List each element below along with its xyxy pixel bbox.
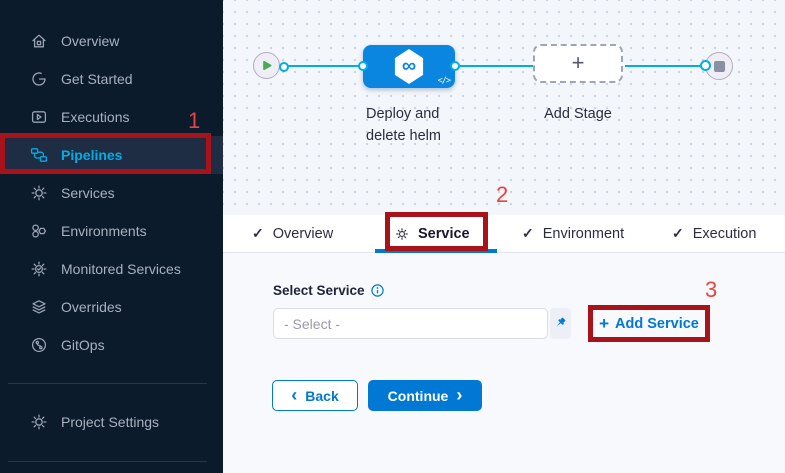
- cd-stage-icon: ∞: [394, 49, 424, 84]
- annotation-box-3: + Add Service: [588, 305, 710, 342]
- sidebar-item-executions[interactable]: Executions: [0, 98, 223, 136]
- sidebar-divider: [8, 383, 207, 384]
- service-tab-panel: Select Service - Select - + Add Service …: [223, 253, 785, 473]
- main-panel: ∞ </> Deploy and delete helm + Add Stage…: [223, 0, 785, 473]
- select-service-dropdown[interactable]: - Select -: [273, 308, 548, 339]
- sidebar-item-get-started[interactable]: Get Started: [0, 60, 223, 98]
- annotation-digit-2: 2: [496, 182, 509, 207]
- pipeline-canvas[interactable]: ∞ </> Deploy and delete helm + Add Stage…: [223, 0, 785, 215]
- sidebar-item-label: Services: [61, 185, 115, 201]
- sidebar-item-label: Pipelines: [61, 147, 123, 163]
- tab-execution[interactable]: ✓ Execution: [672, 215, 756, 252]
- code-icon: </>: [437, 76, 451, 86]
- sidebar-item-label: Monitored Services: [61, 261, 181, 277]
- sidebar-item-label: Overview: [61, 33, 120, 49]
- sidebar-nav: Overview Get Started Executions Pipeline…: [0, 22, 223, 364]
- sidebar-item-label: Overrides: [61, 299, 122, 315]
- sidebar-item-environments[interactable]: Environments: [0, 212, 223, 250]
- fixed-value-pin-button[interactable]: [550, 308, 571, 339]
- chevron-right-icon: ›: [456, 384, 463, 405]
- get-started-icon: [32, 72, 46, 86]
- gear-icon: [31, 414, 47, 430]
- back-button[interactable]: ‹ Back: [272, 380, 358, 411]
- gear-icon: [31, 185, 47, 201]
- monitored-services-icon: [31, 261, 47, 277]
- continue-button[interactable]: Continue ›: [368, 380, 482, 411]
- pipeline-connector: [287, 65, 363, 67]
- stage-node-deploy[interactable]: ∞ </>: [363, 45, 455, 88]
- sidebar-item-label: GitOps: [61, 337, 105, 353]
- tab-label: Overview: [272, 225, 334, 242]
- sidebar-divider: [8, 461, 207, 462]
- node-port: [450, 61, 460, 71]
- sidebar: Overview Get Started Executions Pipeline…: [0, 0, 223, 473]
- layers-icon: [32, 300, 46, 314]
- plus-icon: +: [571, 49, 585, 75]
- sidebar-item-project-settings[interactable]: Project Settings: [0, 403, 223, 441]
- check-icon: ✓: [522, 225, 534, 241]
- pipeline-connector: [625, 65, 701, 67]
- tab-label: Execution: [692, 225, 757, 242]
- add-stage-label: Add Stage: [544, 106, 612, 122]
- tab-overview[interactable]: ✓ Overview: [252, 215, 333, 252]
- home-icon: [32, 34, 46, 48]
- stop-icon: [713, 60, 725, 72]
- tab-environment[interactable]: ✓ Environment: [522, 215, 624, 252]
- sidebar-item-overview[interactable]: Overview: [0, 22, 223, 60]
- sidebar-item-services[interactable]: Services: [0, 174, 223, 212]
- node-port: [358, 61, 368, 71]
- node-port: [700, 60, 711, 71]
- pipeline-start-node: [253, 52, 280, 79]
- play-icon: [263, 60, 272, 71]
- sidebar-item-monitored-services[interactable]: Monitored Services: [0, 250, 223, 288]
- stage-name: Deploy and delete helm: [366, 106, 441, 144]
- plus-icon: +: [599, 313, 610, 333]
- check-icon: ✓: [252, 225, 264, 241]
- sidebar-item-label: Environments: [61, 223, 147, 239]
- sidebar-item-overrides[interactable]: Overrides: [0, 288, 223, 326]
- pipelines-icon: [30, 148, 48, 162]
- active-tab-underline: [375, 249, 497, 253]
- pipeline-connector: [459, 65, 533, 67]
- environments-icon: [32, 224, 47, 238]
- select-placeholder: - Select -: [284, 315, 341, 332]
- tab-label: Environment: [542, 225, 625, 242]
- annotation-digit-3: 3: [705, 277, 718, 302]
- gear-icon: [396, 227, 408, 240]
- info-icon[interactable]: [370, 284, 384, 297]
- executions-icon: [31, 111, 47, 123]
- tab-service[interactable]: Service: [395, 215, 470, 252]
- add-service-button[interactable]: + Add Service: [599, 313, 699, 333]
- tab-label: Service: [418, 225, 470, 242]
- sidebar-item-label: Get Started: [61, 71, 133, 87]
- chevron-left-icon: ‹: [291, 384, 298, 405]
- node-port: [279, 62, 289, 72]
- sidebar-item-pipelines[interactable]: Pipelines: [0, 136, 223, 174]
- check-icon: ✓: [672, 225, 684, 241]
- add-stage-button[interactable]: +: [533, 44, 623, 83]
- sidebar-item-label: Project Settings: [61, 414, 160, 430]
- sidebar-item-gitops[interactable]: GitOps: [0, 326, 223, 364]
- gitops-icon: [31, 337, 47, 353]
- select-service-label: Select Service: [273, 283, 384, 298]
- stage-tabs: ✓ Overview Service ✓ Environment ✓ Execu…: [223, 212, 785, 253]
- sidebar-item-label: Executions: [61, 109, 130, 125]
- pin-icon: [556, 317, 566, 327]
